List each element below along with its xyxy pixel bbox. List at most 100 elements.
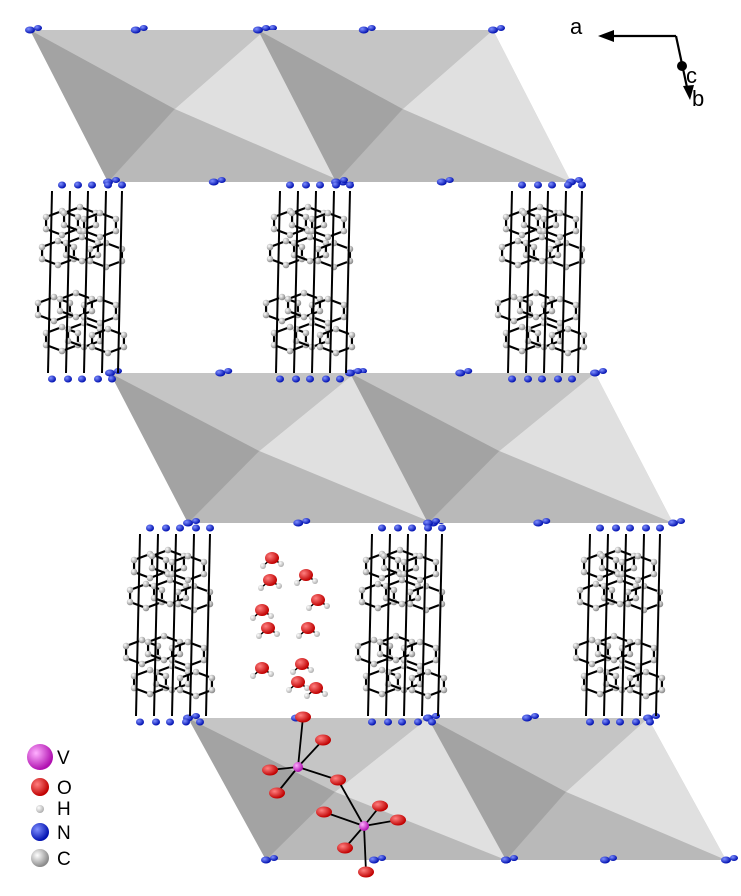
nitrogen-atom [632,718,640,726]
carbon-atom [610,632,618,640]
benzene-ring [542,211,578,239]
carbon-atom [112,227,120,235]
bond-line [275,190,281,374]
carbon-atom [96,233,104,241]
carbon-atom [146,690,154,698]
benzene-ring [44,325,80,353]
carbon-atom [392,656,400,664]
carbon-atom [148,552,156,560]
bond-line [205,533,211,717]
atom-legend: V O H N C [27,744,72,870]
octahedron-face [259,373,433,523]
carbon-atom [630,564,638,572]
carbon-atom [576,598,584,606]
nitrogen-atom [182,718,190,726]
carbon-atom [416,552,424,560]
water-molecule [250,604,274,621]
benzene-ring [272,325,308,353]
carbon-atom [200,558,208,566]
carbon-atom [56,295,64,303]
carbon-atom [320,221,328,229]
carbon-atom [58,323,66,331]
carbon-atom [416,638,424,646]
octahedron-face [350,373,595,451]
carbon-atom [126,598,134,606]
carbon-atom [598,564,606,572]
nitrogen-atom [384,718,392,726]
carbon-atom [618,558,626,566]
nitrogen-atom [354,368,362,374]
carbon-atom [348,343,356,351]
carbon-atom [142,580,150,588]
nitrogen-atom [253,26,263,34]
nitrogen-atom [668,519,678,527]
hydrogen-atom [304,693,310,699]
carbon-atom [38,243,46,251]
nitrogen-atom [522,714,532,722]
carbon-atom [532,313,540,321]
nitrogen-atom [408,524,416,532]
carbon-atom [394,672,402,680]
carbon-atom [130,556,138,564]
legend-swatch-h [36,805,44,813]
water-molecule [290,658,314,675]
carbon-atom [540,227,548,235]
nitrogen-atom [428,718,436,726]
water-molecule [258,574,282,591]
vanadate-cluster [262,711,406,878]
carbon-atom [322,251,330,259]
carbon-atom [200,570,208,578]
carbon-atom [518,231,526,239]
carbon-atom [594,650,602,658]
nitrogen-atom [423,519,433,527]
nitrogen-atom [542,518,551,524]
nitrogen-atom [112,177,120,183]
carbon-atom [580,672,588,680]
carbon-atom [144,650,152,658]
carbon-atom [176,674,184,682]
cation-stack [262,181,356,383]
carbon-atom [92,221,100,229]
nitrogen-atom [316,181,324,189]
legend-swatch-n [31,823,49,841]
hydrogen-atom [274,631,280,637]
carbon-atom [316,343,324,351]
carbon-atom [80,313,88,321]
carbon-atom [412,564,420,572]
nitrogen-atom [432,518,440,524]
carbon-atom [86,257,94,265]
bond-line [543,190,549,374]
legend-swatch-o [31,778,49,796]
bond-line [293,190,299,374]
axis-c-label: c [686,63,697,88]
carbon-atom [378,690,386,698]
carbon-atom [270,213,278,221]
hydrogen-atom [250,673,256,679]
nitrogen-atom [501,856,511,864]
benzene-ring [82,211,118,239]
octahedron-face [258,30,493,110]
octahedron-face [258,30,403,182]
carbon-atom [612,672,620,680]
hydrogen-atom [256,633,262,639]
carbon-atom [304,203,312,211]
octahedron [423,713,738,864]
carbon-atom [80,215,88,223]
nitrogen-atom [293,519,304,527]
bond-line [83,190,89,374]
nitrogen-atom [590,369,600,377]
nitrogen-atom [646,718,654,726]
carbon-atom [556,295,564,303]
nitrogen-atom [345,369,355,377]
carbon-atom [96,337,104,345]
nitrogen-atom [626,524,634,532]
hydrogen-atom [306,605,312,611]
carbon-atom [292,325,300,333]
oxygen-atom [255,604,269,616]
hydrogen-atom [250,615,256,621]
nitrogen-atom [34,25,42,31]
benzene-ring [496,295,532,323]
carbon-atom [96,319,104,327]
bond-line [311,190,317,374]
carbon-atom [576,586,584,594]
